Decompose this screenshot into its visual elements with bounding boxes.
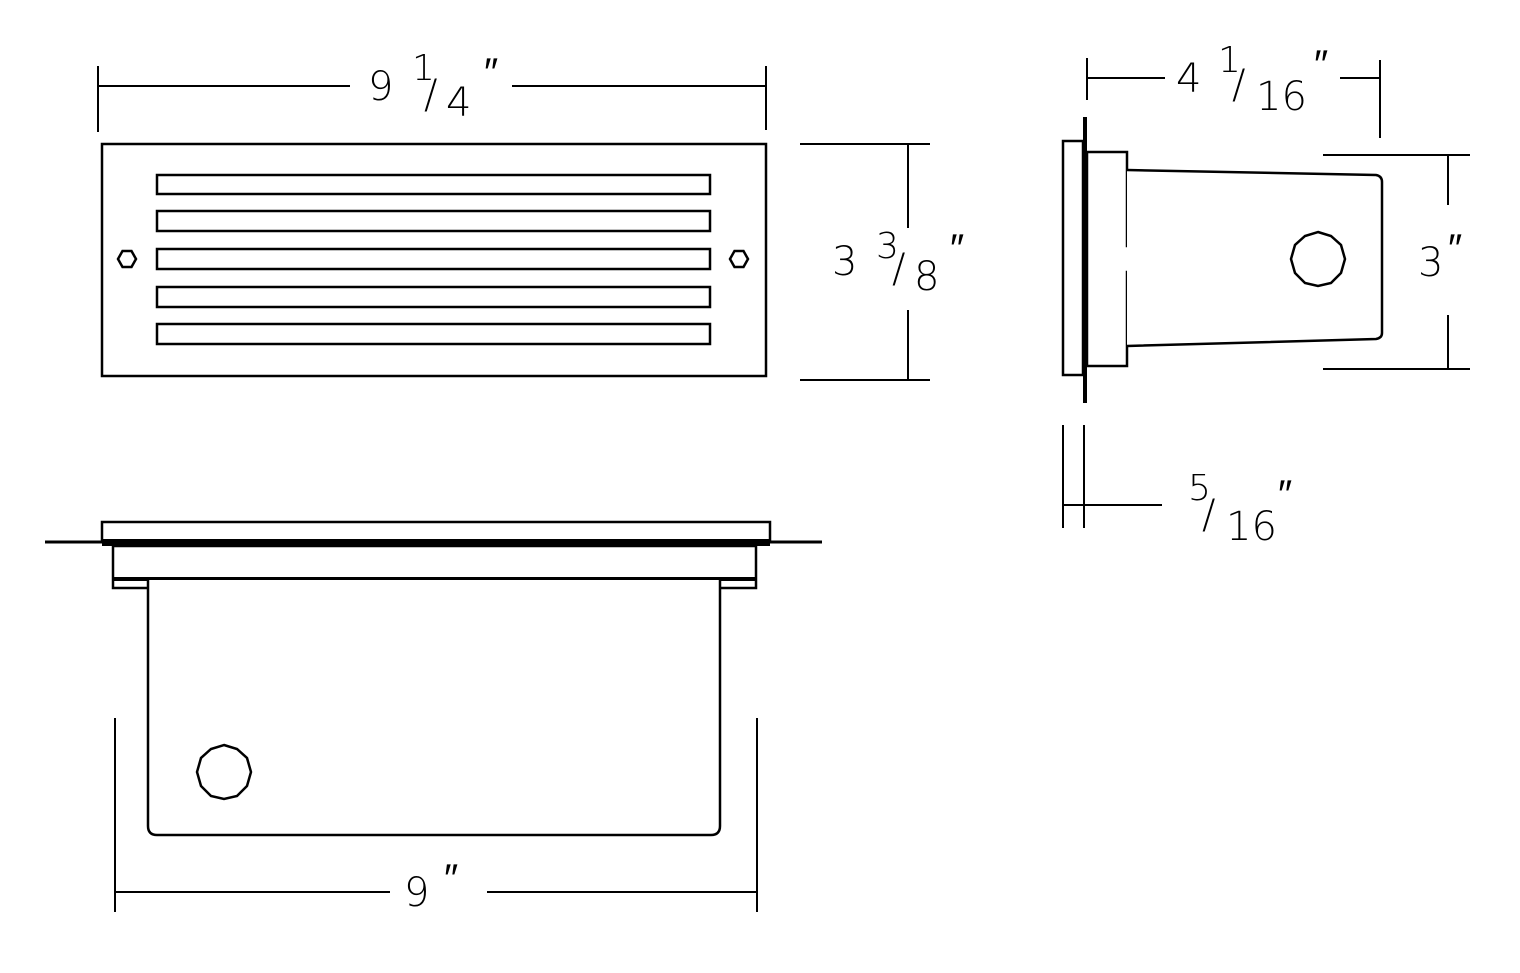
- gasket: [102, 539, 770, 546]
- dim-numerator: 1: [1218, 40, 1241, 81]
- dim-denominator: 8: [914, 254, 939, 300]
- dim-unit: ″: [484, 50, 498, 96]
- dimension-height-top: 3 3 / 8 ″: [800, 143, 964, 381]
- dim-numerator: 1: [412, 48, 435, 89]
- conduit-knockout-icon: [195, 743, 253, 801]
- dim-numerator: 3: [876, 226, 899, 267]
- hex-screw-icon: [728, 249, 750, 269]
- faceplate-profile: [1061, 139, 1085, 377]
- dim-denominator: 16: [1256, 74, 1307, 120]
- dim-whole: 3: [1418, 240, 1443, 286]
- dim-slash: /: [1232, 62, 1245, 108]
- face-view: 9 1 / 4 ″ 3 3 / 8 ″: [97, 48, 964, 381]
- louver-slot: [155, 322, 712, 346]
- louver-slots: [155, 173, 712, 346]
- louver-slot: [155, 247, 712, 271]
- dim-unit: ″: [1314, 42, 1328, 88]
- dimension-flange-thickness: 5 / 16 ″: [1062, 425, 1292, 550]
- dim-unit: ″: [1278, 472, 1292, 518]
- louver-slot: [155, 209, 712, 233]
- dimension-height-side: 3 ″: [1323, 154, 1470, 370]
- dim-unit: ″: [1448, 226, 1462, 272]
- dim-denominator: 16: [1226, 504, 1277, 550]
- dim-whole: 9: [368, 64, 393, 110]
- side-view: 4 1 / 16 ″ 3 ″ 5 / 16 ″: [1061, 40, 1470, 550]
- dim-unit: ″: [950, 226, 964, 272]
- front-view: 9 ″: [45, 520, 822, 916]
- dim-numerator: 5: [1188, 468, 1211, 509]
- dim-slash: /: [892, 246, 905, 292]
- dimension-width-front: 9 ″: [114, 718, 758, 916]
- louver-slot: [155, 173, 712, 196]
- dim-denominator: 4: [446, 80, 471, 126]
- housing-body: [1126, 168, 1384, 348]
- dim-whole: 4: [1176, 56, 1201, 102]
- dimension-width-top: 9 1 / 4 ″: [97, 48, 767, 132]
- louver-slot: [155, 285, 712, 309]
- conduit-knockout-icon: [1289, 230, 1347, 288]
- dim-whole: 9: [404, 870, 429, 916]
- dimension-depth-side: 4 1 / 16 ″: [1086, 40, 1381, 138]
- housing-body: [146, 580, 722, 837]
- dim-slash: /: [424, 72, 437, 118]
- dim-whole: 3: [832, 239, 857, 285]
- dim-unit: ″: [444, 856, 458, 902]
- dim-slash: /: [1202, 492, 1215, 538]
- hex-screw-icon: [116, 249, 138, 269]
